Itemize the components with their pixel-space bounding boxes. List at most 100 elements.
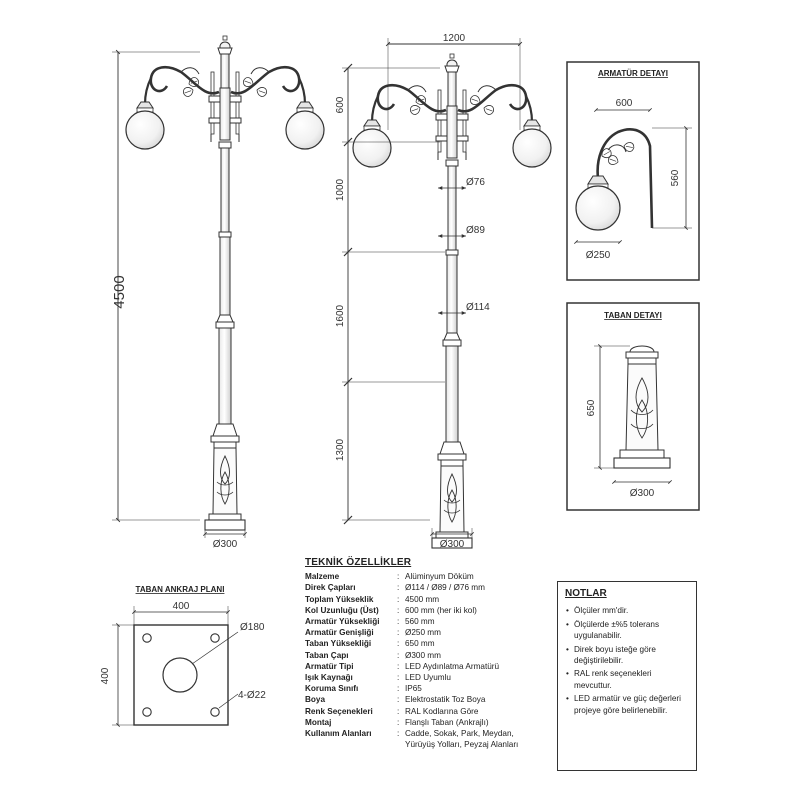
segment-1600: 1600	[335, 304, 346, 327]
right-base-diameter: Ø300	[440, 539, 465, 550]
spec-colon: :	[397, 639, 400, 649]
note-item: Ölçülerde ±%5 tolerans uygulanabilir.	[566, 619, 689, 642]
spec-row: Malzeme: Alüminyum Döküm	[305, 571, 545, 582]
notes-panel: NOTLAR Ölçüler mm'dir.Ölçülerde ±%5 tole…	[557, 581, 697, 771]
spec-row: Yürüyüş Yolları, Peyzaj Alanları	[305, 739, 545, 750]
spec-colon: :	[397, 605, 400, 615]
base-height: 650	[586, 399, 597, 416]
technical-specs: TEKNİK ÖZELLİKLER Malzeme: Alüminyum Dökü…	[305, 557, 545, 750]
spec-key: Armatür Yüksekliği	[305, 617, 380, 627]
spec-key: Renk Seçenekleri	[305, 706, 373, 716]
spec-colon: :	[397, 717, 400, 727]
armature-width: 600	[616, 98, 633, 109]
total-height-label: 4500	[111, 275, 128, 308]
diameter-89: Ø89	[466, 225, 485, 236]
spec-key: Koruma Sınıfı	[305, 684, 359, 694]
diameter-114: Ø114	[466, 302, 490, 313]
note-item: Direk boyu isteğe göre değiştirilebilir.	[566, 644, 689, 667]
base-diameter: Ø300	[630, 488, 655, 499]
spec-colon: :	[397, 706, 400, 716]
spec-key: Taban Çapı	[305, 650, 349, 660]
spec-colon: :	[397, 594, 400, 604]
spec-value: Cadde, Sokak, Park, Meydan,	[405, 729, 514, 739]
armature-height: 560	[670, 169, 681, 186]
width-label: 1200	[443, 33, 466, 44]
spec-value: Alüminyum Döküm	[405, 572, 474, 582]
anchor-plan: TABAN ANKRAJ PLANI 400 400 Ø180 4-Ø22	[100, 585, 266, 727]
spec-key	[305, 739, 397, 750]
spec-value: 600 mm (her iki kol)	[405, 605, 477, 615]
armature-detail-title: ARMATÜR DETAYI	[598, 69, 668, 78]
spec-row: Boya:Elektrostatik Toz Boya	[305, 694, 545, 705]
spec-key: Malzeme	[305, 572, 340, 582]
anchor-width: 400	[173, 601, 190, 612]
spec-row: Montaj: Flanşlı Taban (Ankrajlı)	[305, 717, 545, 728]
spec-value: 650 mm	[405, 639, 435, 649]
notes-list: Ölçüler mm'dir. Ölçülerde ±%5 tolerans uy…	[565, 605, 689, 716]
spec-colon	[397, 739, 405, 750]
spec-row: Armatür Tipi: LED Aydınlatma Armatürü	[305, 661, 545, 672]
spec-value: Ø250 mm	[405, 628, 441, 638]
segment-600: 600	[335, 96, 346, 113]
spec-colon: :	[397, 617, 400, 627]
segment-1300: 1300	[335, 438, 346, 461]
spec-value: 560 mm	[405, 617, 435, 627]
note-item: LED armatür ve güç değerleri projeye gör…	[566, 693, 689, 716]
spec-key: Armatür Tipi	[305, 661, 354, 671]
spec-key: Taban Yüksekliği	[305, 639, 372, 649]
note-item: Ölçüler mm'dir.	[566, 605, 689, 617]
spec-row: Armatür Genişliği: Ø250 mm	[305, 627, 545, 638]
anchor-bolt-holes: 4-Ø22	[238, 690, 266, 701]
diameter-76: Ø76	[466, 177, 485, 188]
spec-value: RAL Kodlarına Göre	[405, 706, 479, 716]
spec-row: Armatür Yüksekliği:560 mm	[305, 616, 545, 627]
spec-colon: :	[397, 583, 400, 593]
spec-value: IP65	[405, 684, 422, 694]
spec-row: Taban Yüksekliği:650 mm	[305, 638, 545, 649]
elevation-left: 4500 Ø300	[111, 36, 324, 550]
left-base-diameter: Ø300	[213, 539, 238, 550]
spec-row: Direk Çapları:Ø114 / Ø89 / Ø76 mm	[305, 582, 545, 593]
spec-colon: :	[397, 684, 400, 694]
spec-colon: :	[397, 628, 400, 638]
spec-colon: :	[397, 695, 400, 705]
spec-value: Elektrostatik Toz Boya	[405, 695, 486, 705]
spec-key: Direk Çapları	[305, 583, 356, 593]
spec-key: Montaj	[305, 717, 332, 727]
spec-key: Toplam Yükseklik	[305, 594, 374, 604]
base-detail-panel: TABAN DETAYI 650 Ø300	[566, 302, 700, 511]
spec-value: Flanşlı Taban (Ankrajlı)	[405, 717, 489, 727]
spec-row: Işık Kaynağı: LED Uyumlu	[305, 672, 545, 683]
spec-value: Ø300 mm	[405, 650, 441, 660]
spec-key: Kullanım Alanları	[305, 729, 372, 739]
anchor-plan-title: TABAN ANKRAJ PLANI	[136, 585, 225, 594]
spec-row: Renk Seçenekleri: RAL Kodlarına Göre	[305, 706, 545, 717]
spec-value: LED Uyumlu	[405, 673, 451, 683]
spec-colon: :	[397, 729, 400, 739]
spec-key: Işık Kaynağı	[305, 673, 353, 683]
spec-key: Armatür Genişliği	[305, 628, 374, 638]
armature-detail-panel: ARMATÜR DETAYI 600 560 Ø250	[566, 61, 700, 281]
spec-row: Taban Çapı: Ø300 mm	[305, 650, 545, 661]
spec-value: 4500 mm	[405, 594, 440, 604]
base-detail-title: TABAN DETAYI	[604, 311, 662, 320]
specs-title: TEKNİK ÖZELLİKLER	[305, 557, 412, 568]
note-item: RAL renk seçenekleri mevcuttur.	[566, 668, 689, 691]
spec-value: LED Aydınlatma Armatürü	[405, 661, 500, 671]
spec-colon: :	[397, 572, 400, 582]
elevation-right: 1200 600 1000 1600 1300 Ø76 Ø89 Ø114	[335, 33, 551, 550]
spec-colon: :	[397, 673, 400, 683]
spec-row: Toplam Yükseklik:4500 mm	[305, 594, 545, 605]
anchor-center-hole: Ø180	[240, 622, 265, 633]
anchor-height: 400	[100, 667, 111, 684]
segment-1000: 1000	[335, 178, 346, 201]
spec-row: Kullanım Alanları: Cadde, Sokak, Park, Me…	[305, 728, 545, 739]
spec-colon: :	[397, 650, 400, 660]
spec-key: Kol Uzunluğu (Üst)	[305, 605, 379, 615]
spec-row: Kol Uzunluğu (Üst):600 mm (her iki kol)	[305, 605, 545, 616]
spec-row: Koruma Sınıfı: IP65	[305, 683, 545, 694]
spec-value: Yürüyüş Yolları, Peyzaj Alanları	[405, 740, 519, 750]
spec-colon: :	[397, 661, 400, 671]
